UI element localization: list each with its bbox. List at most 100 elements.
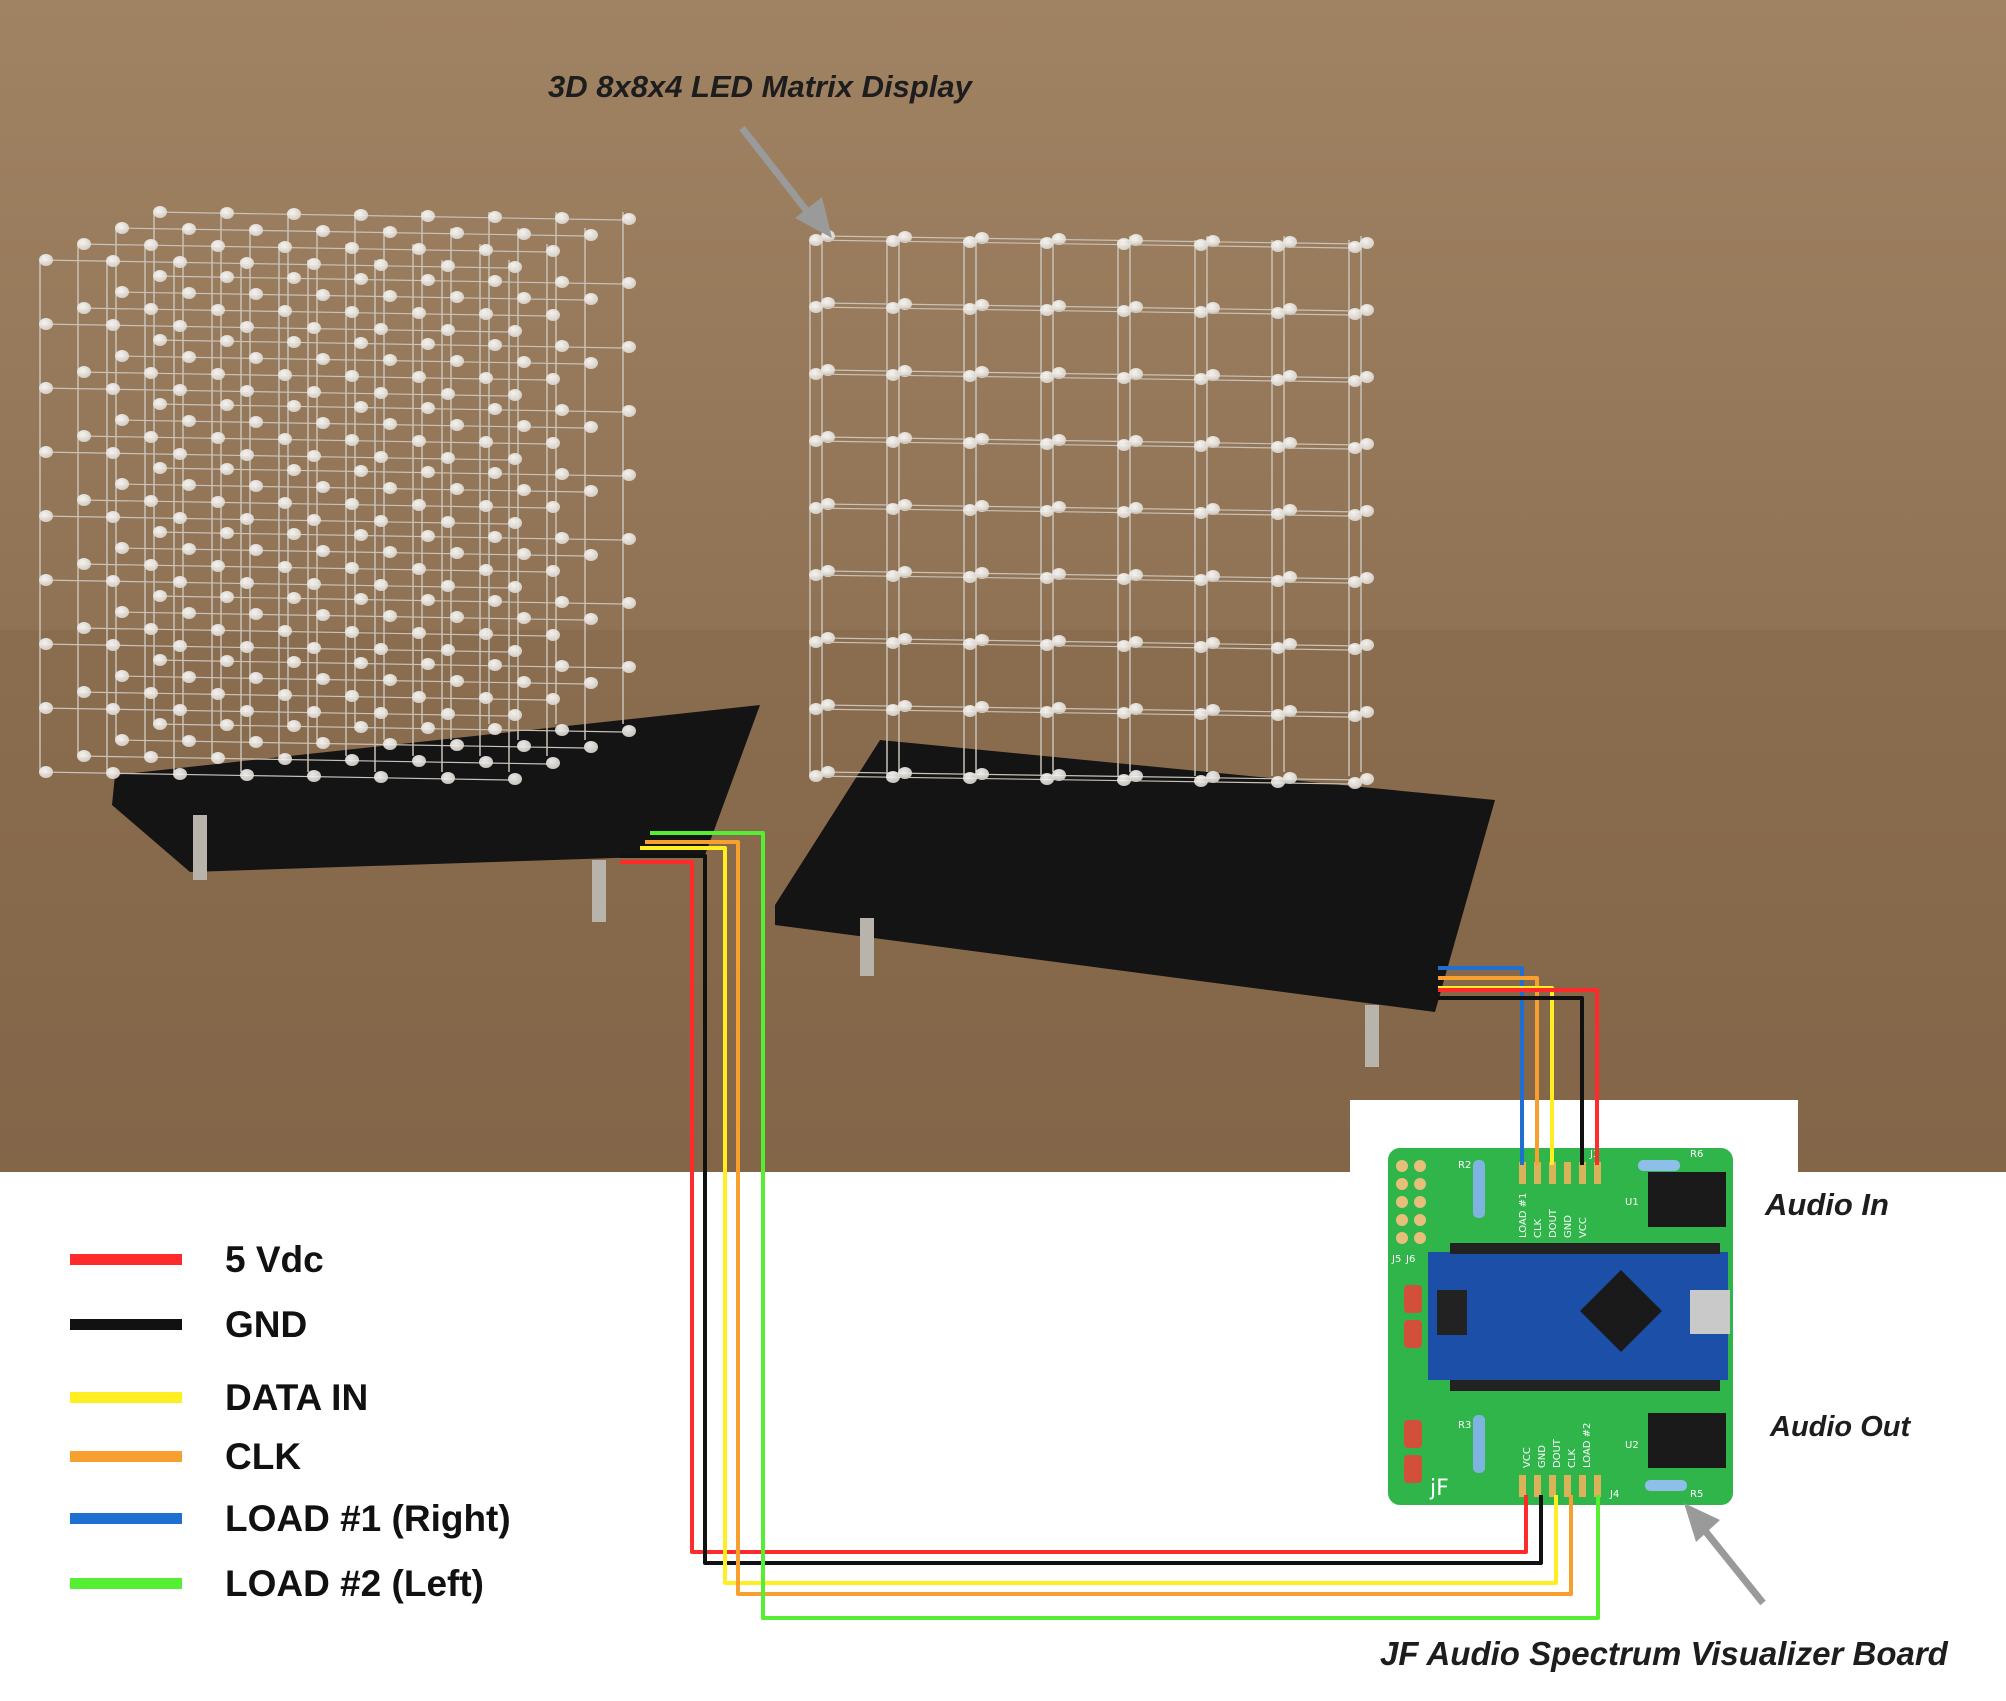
led [821, 565, 835, 577]
led [106, 319, 120, 331]
led [479, 692, 493, 704]
led [144, 303, 158, 315]
led [211, 560, 225, 572]
led [144, 367, 158, 379]
component-label: U1 [1625, 1197, 1639, 1208]
led [374, 707, 388, 719]
audio-in-label: Audio In [1764, 1187, 1889, 1222]
led [153, 718, 167, 730]
led [374, 771, 388, 783]
led [1052, 367, 1066, 379]
led [383, 354, 397, 366]
led [809, 301, 823, 313]
led [39, 702, 53, 714]
component-label: U2 [1625, 1440, 1639, 1451]
led [517, 548, 531, 560]
wire-clk-right [1438, 976, 1539, 1165]
nano-header-top [1450, 1243, 1720, 1254]
led [898, 499, 912, 511]
led [555, 212, 569, 224]
led [153, 270, 167, 282]
led [345, 498, 359, 510]
resistor-r2 [1473, 1160, 1485, 1218]
led [488, 531, 502, 543]
led [1052, 300, 1066, 312]
led [886, 369, 900, 381]
led [354, 273, 368, 285]
led [1348, 643, 1362, 655]
led [374, 259, 388, 271]
led [479, 308, 493, 320]
led [153, 526, 167, 538]
led [374, 515, 388, 527]
cube-left-led-grid [39, 206, 636, 785]
led [1117, 640, 1131, 652]
led [354, 529, 368, 541]
led [1117, 305, 1131, 317]
led [622, 597, 636, 609]
led [345, 242, 359, 254]
led [354, 337, 368, 349]
led [1117, 573, 1131, 585]
usb-connector [1690, 1290, 1730, 1334]
led [211, 432, 225, 444]
led [77, 366, 91, 378]
led [546, 245, 560, 257]
led [412, 371, 426, 383]
led [354, 721, 368, 733]
led [354, 401, 368, 413]
led [1194, 239, 1208, 251]
led [307, 578, 321, 590]
led [963, 303, 977, 315]
led [622, 661, 636, 673]
led [115, 478, 129, 490]
led [508, 517, 522, 529]
led [1117, 439, 1131, 451]
led [1348, 576, 1362, 588]
led [517, 420, 531, 432]
led [479, 244, 493, 256]
led [1117, 707, 1131, 719]
led [555, 340, 569, 352]
led [1040, 639, 1054, 651]
led [316, 417, 330, 429]
led [211, 496, 225, 508]
arrow-to-matrix [739, 125, 832, 238]
led [115, 286, 129, 298]
led [153, 590, 167, 602]
led [374, 451, 388, 463]
led [220, 271, 234, 283]
led [240, 705, 254, 717]
led [450, 355, 464, 367]
led [249, 736, 263, 748]
component-label: J6 [1405, 1254, 1415, 1265]
legend-label: 5 Vdc [225, 1239, 324, 1280]
led [975, 366, 989, 378]
led [412, 755, 426, 767]
led [115, 350, 129, 362]
legend-item: DATA IN [65, 1378, 585, 1418]
led [1348, 509, 1362, 521]
led [1348, 375, 1362, 387]
led [1271, 709, 1285, 721]
legend-item: CLK [65, 1437, 585, 1477]
wire-5vdc-left [620, 860, 1528, 1554]
led [821, 766, 835, 778]
led [211, 368, 225, 380]
led [546, 309, 560, 321]
led [307, 258, 321, 270]
led [488, 403, 502, 415]
led [1360, 304, 1374, 316]
led [173, 640, 187, 652]
led [1271, 776, 1285, 788]
cube-right-standoff [1365, 1005, 1379, 1067]
led [383, 738, 397, 750]
led [1283, 571, 1297, 583]
pin-label: GND [1537, 1445, 1548, 1468]
led [1040, 438, 1054, 450]
led [1360, 505, 1374, 517]
led [1271, 508, 1285, 520]
wire-load2-left [650, 831, 1600, 1620]
led [821, 297, 835, 309]
